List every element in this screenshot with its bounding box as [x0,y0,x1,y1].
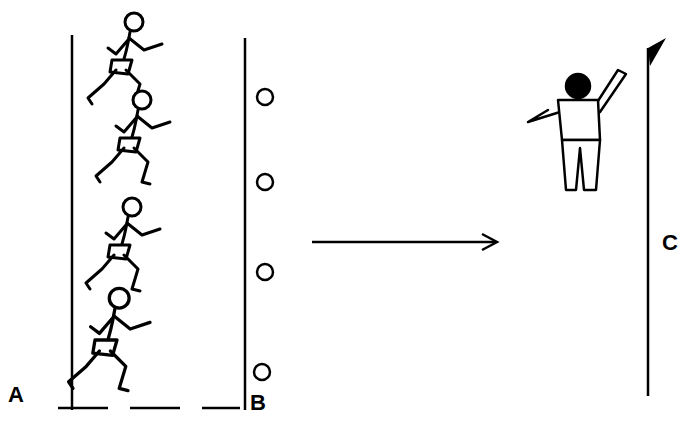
base-dash [58,407,240,410]
line-letter: C [662,232,678,254]
runners [69,13,170,391]
start-line [71,35,74,410]
finish-line [647,48,650,396]
line-letter: A [8,384,24,406]
markers [254,89,273,380]
flag [648,38,666,66]
judge-figure [528,70,626,190]
marker-line [244,38,247,410]
direction-arrow [312,234,497,250]
line-letter: B [250,392,266,414]
